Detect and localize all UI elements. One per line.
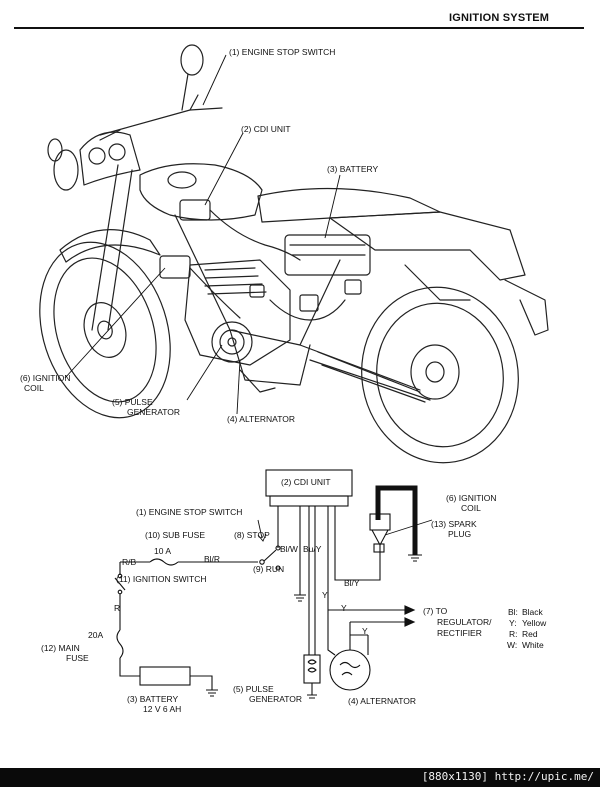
alternator-symbol bbox=[329, 649, 371, 691]
schematic-label-spark-plug-1: (13) SPARK bbox=[431, 519, 477, 529]
schematic-label-spark-plug-2: PLUG bbox=[448, 529, 472, 539]
motorcycle-label-ignition-coil-1: (6) IGNITION bbox=[20, 373, 71, 383]
motorcycle-label-pulse-generator-1: (5) PULSE bbox=[112, 397, 153, 407]
wire-code-buy: Bu/Y bbox=[303, 544, 322, 554]
schematic-label-pulse-generator-2: GENERATOR bbox=[249, 694, 303, 704]
sub-fuse-rating: 10 A bbox=[154, 546, 172, 556]
legend-name: Black bbox=[522, 607, 543, 617]
motorcycle-label-alternator: (4) ALTERNATOR bbox=[227, 414, 296, 424]
legend-code: Y: bbox=[509, 618, 517, 628]
legend-name: Yellow bbox=[522, 618, 547, 628]
fuel-tank bbox=[139, 163, 263, 221]
engine-block bbox=[184, 259, 291, 366]
header-rule bbox=[14, 27, 584, 29]
cdi-unit-connector bbox=[269, 495, 349, 507]
schematic-label-run: (9) RUN bbox=[253, 564, 285, 574]
schematic-label-regulator-2: REGULATOR/ bbox=[437, 617, 492, 627]
wire-code-y1: Y bbox=[322, 590, 328, 600]
legend-name: Red bbox=[522, 629, 538, 639]
rear-wheel bbox=[361, 286, 519, 464]
schematic-label-main-fuse-2: FUSE bbox=[66, 653, 89, 663]
legend-name: White bbox=[522, 640, 544, 650]
motorcycle-label-ignition-coil-2: COIL bbox=[24, 383, 44, 393]
main-fuse-rating: 20A bbox=[88, 630, 104, 640]
battery-symbol bbox=[139, 666, 191, 686]
motorcycle-label-cdi-unit: (2) CDI UNIT bbox=[241, 124, 291, 134]
wire-code-y3: Y bbox=[362, 626, 368, 636]
schematic-label-battery-1: (3) BATTERY bbox=[127, 694, 179, 704]
wire-code-y2: Y bbox=[341, 603, 347, 613]
schematic-label-battery-2: 12 V 6 AH bbox=[143, 704, 182, 714]
wire-code-rb: R/B bbox=[122, 557, 137, 567]
schematic-label-regulator-3: RECTIFIER bbox=[437, 628, 482, 638]
schematic-label-alternator: (4) ALTERNATOR bbox=[348, 696, 417, 706]
footer-bar: [880x1130] http://upic.me/ bbox=[0, 768, 600, 787]
schematic-label-main-fuse-1: (12) MAIN bbox=[41, 643, 80, 653]
pulse-generator-symbol bbox=[303, 654, 321, 684]
ignition-coil-body bbox=[159, 255, 191, 279]
legend-code: W: bbox=[507, 640, 518, 650]
motorcycle-label-battery: (3) BATTERY bbox=[327, 164, 379, 174]
battery-body bbox=[284, 234, 371, 276]
ignition-coil-symbol bbox=[369, 513, 391, 531]
wire-code-blr: Bl/R bbox=[204, 554, 221, 564]
legend-code: R: bbox=[509, 629, 518, 639]
motorcycle-label-engine-stop-switch: (1) ENGINE STOP SWITCH bbox=[229, 47, 336, 57]
schematic-label-pulse-generator-1: (5) PULSE bbox=[233, 684, 274, 694]
footer-watermark: [880x1130] http://upic.me/ bbox=[421, 770, 594, 783]
schematic-label-stop: (8) STOP bbox=[234, 530, 270, 540]
alternator-cover bbox=[211, 321, 253, 363]
page-title: IGNITION SYSTEM bbox=[449, 12, 550, 24]
wire-code-bly: Bl/Y bbox=[344, 578, 360, 588]
schematic-label-ignition-coil-1: (6) IGNITION bbox=[446, 493, 497, 503]
wire-code-blw: Bl/W bbox=[280, 544, 298, 554]
schematic-label-regulator-1: (7) TO bbox=[423, 606, 448, 616]
motorcycle-label-pulse-generator-2: GENERATOR bbox=[127, 407, 181, 417]
schematic-label-sub-fuse: (10) SUB FUSE bbox=[145, 530, 205, 540]
schematic-label-engine-stop-switch: (1) ENGINE STOP SWITCH bbox=[136, 507, 243, 517]
schematic-label-ignition-coil-2: COIL bbox=[461, 503, 481, 513]
wire-code-r: R bbox=[114, 603, 121, 613]
front-wheel bbox=[39, 241, 171, 419]
schematic-label-cdi-unit: (2) CDI UNIT bbox=[281, 477, 331, 487]
legend-code: Bl: bbox=[508, 607, 518, 617]
schematic-label-ignition-switch: (11) IGNITION SWITCH bbox=[116, 574, 207, 584]
